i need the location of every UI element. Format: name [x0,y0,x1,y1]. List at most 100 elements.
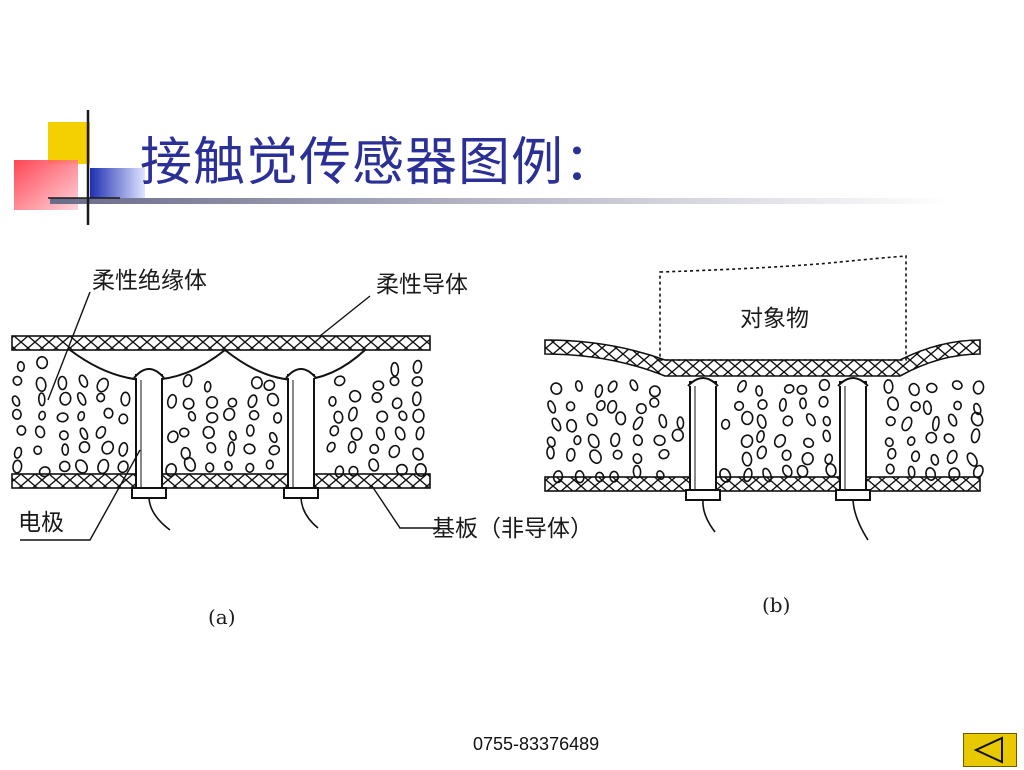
foam-bubble [931,415,940,432]
foam-bubble [947,413,958,427]
foam-bubble [783,384,795,394]
footer-phone-number: 0755-83376489 [473,734,600,754]
foam-bubble [973,402,982,416]
foam-bubble [943,433,955,444]
foam-bubble [756,414,767,429]
foam-bubble [228,430,237,441]
foam-bubble [205,395,219,409]
foam-bubble [782,415,794,427]
foam-bubble [245,462,255,473]
foam-bubble [203,380,212,393]
foam-bubble [550,382,563,395]
foam-bubble [372,380,385,391]
foam-bubble [635,403,647,415]
foam-bubble [78,374,89,388]
foam-bubble [822,415,832,427]
foam-bubble [884,437,894,448]
label-substrate: 基板（非导体） [432,516,593,542]
foam-bubble [223,407,236,421]
foam-bubble [415,426,425,441]
foam-bubble [573,435,582,446]
foam-bubble [546,445,555,460]
foam-bubble [922,400,933,416]
foam-bubble [953,400,963,411]
foam-bubble [612,449,623,460]
foam-bubble [972,380,985,395]
substrate-layer [544,476,981,492]
foam-bubble [676,416,685,430]
foam-bubble [883,379,894,394]
foam-bubble [368,458,380,472]
foam-bubble [390,361,400,377]
foam-bubble [946,449,958,465]
foam-bubble [778,397,787,412]
foam-bubble [805,413,816,427]
foam-bubble [885,416,896,427]
foam-bubble [56,412,69,423]
foam-bubble [227,441,236,457]
foam-bubble [398,410,408,422]
foam-bubble [632,416,644,431]
foam-bubble [266,392,280,407]
foam-bubble [887,447,897,460]
foam-bubble [632,464,642,479]
foam-bubble [347,440,357,454]
foam-bubble [966,452,978,467]
foam-bubble [333,375,346,387]
foam-bubble [658,413,668,429]
foam-bubble [268,431,278,444]
foam-bubble [57,375,68,391]
foam-bubble [59,391,72,406]
foam-bubble [565,401,576,412]
foam-bubble [412,408,425,423]
foam-bubble [547,400,557,414]
foam-bubble [34,425,46,439]
flexible-conductor-deformed [544,339,981,377]
foam-bubble [13,446,23,459]
foam-bubble [970,428,981,444]
foam-bubble [97,458,110,475]
foam-bubble [375,426,386,441]
foam-bubble [589,449,602,464]
foam-bubble [757,399,768,410]
foam-bubble [799,397,807,410]
foam-bubble [247,394,258,409]
electrode [685,377,721,533]
back-triangle-icon [973,736,1003,764]
foam-bubble [734,400,745,411]
foam-bubble [629,379,639,392]
foam-bubble [77,410,86,422]
foam-bubble [183,456,197,472]
foam-bubble [38,410,47,421]
foam-bubble [632,434,643,447]
foam-bubble [391,397,403,410]
foam-bubble [908,382,920,397]
foam-bubble [796,384,808,396]
foam-bubble [206,441,217,454]
foam-bubble [615,411,627,426]
foam-bubble [118,413,129,425]
foam-bubble [906,436,916,446]
caption-a: (a) [208,605,236,629]
back-button[interactable] [963,733,1017,767]
foam-bubble [825,463,837,478]
foam-bubble [594,384,604,398]
foam-bubble [607,380,618,393]
foam-bubble [756,430,765,443]
foam-bubble [930,453,940,466]
foam-bubble [741,451,753,467]
object-block [659,255,907,361]
foam-bubble [970,411,984,427]
foam-bubble [95,425,107,439]
foam-bubble [348,389,362,403]
foam-bubble [412,359,423,374]
foam-bubble [37,392,46,407]
deco-blue-rect [90,168,145,198]
foam-bubble [76,391,87,406]
foam-bubble [243,443,256,455]
foam-bubble [910,401,921,412]
foam-bubble [887,396,899,411]
foam-bubble [118,441,129,457]
foam-bubble [394,426,406,441]
label-object: 对象物 [740,306,809,332]
